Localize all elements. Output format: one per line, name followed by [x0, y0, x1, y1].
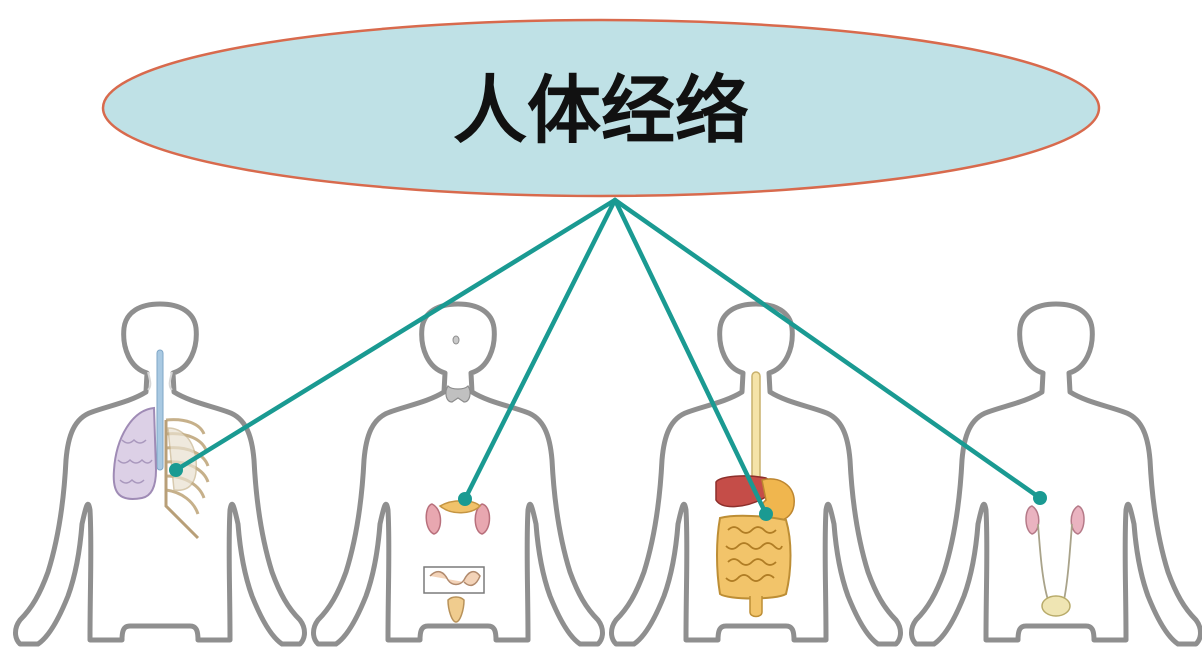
title-text: 人体经络: [453, 68, 749, 154]
rectum-organ: [750, 596, 762, 617]
figure-urinary-system: [912, 304, 1201, 644]
esophagus-organ: [752, 372, 760, 482]
figure-respiratory-system: [16, 304, 305, 644]
endpoint-dot-urinary: [1033, 491, 1047, 505]
right-kidney-organ-urinary: [1071, 506, 1084, 534]
endpoint-dot-endocrine: [458, 492, 472, 506]
connector-endpoints: [169, 463, 1047, 521]
title-ellipse: 人体经络: [103, 20, 1099, 196]
figure-digestive-system: [612, 304, 901, 644]
endpoint-dot-respiratory: [169, 463, 183, 477]
trachea-organ: [157, 350, 163, 470]
endpoint-dot-digestive: [759, 507, 773, 521]
pituitary-organ: [453, 336, 459, 344]
connector-lines: [176, 200, 1040, 514]
figure-endocrine-system: [314, 304, 603, 644]
left-kidney-organ-urinary: [1026, 506, 1039, 534]
bladder-organ: [1042, 596, 1070, 616]
